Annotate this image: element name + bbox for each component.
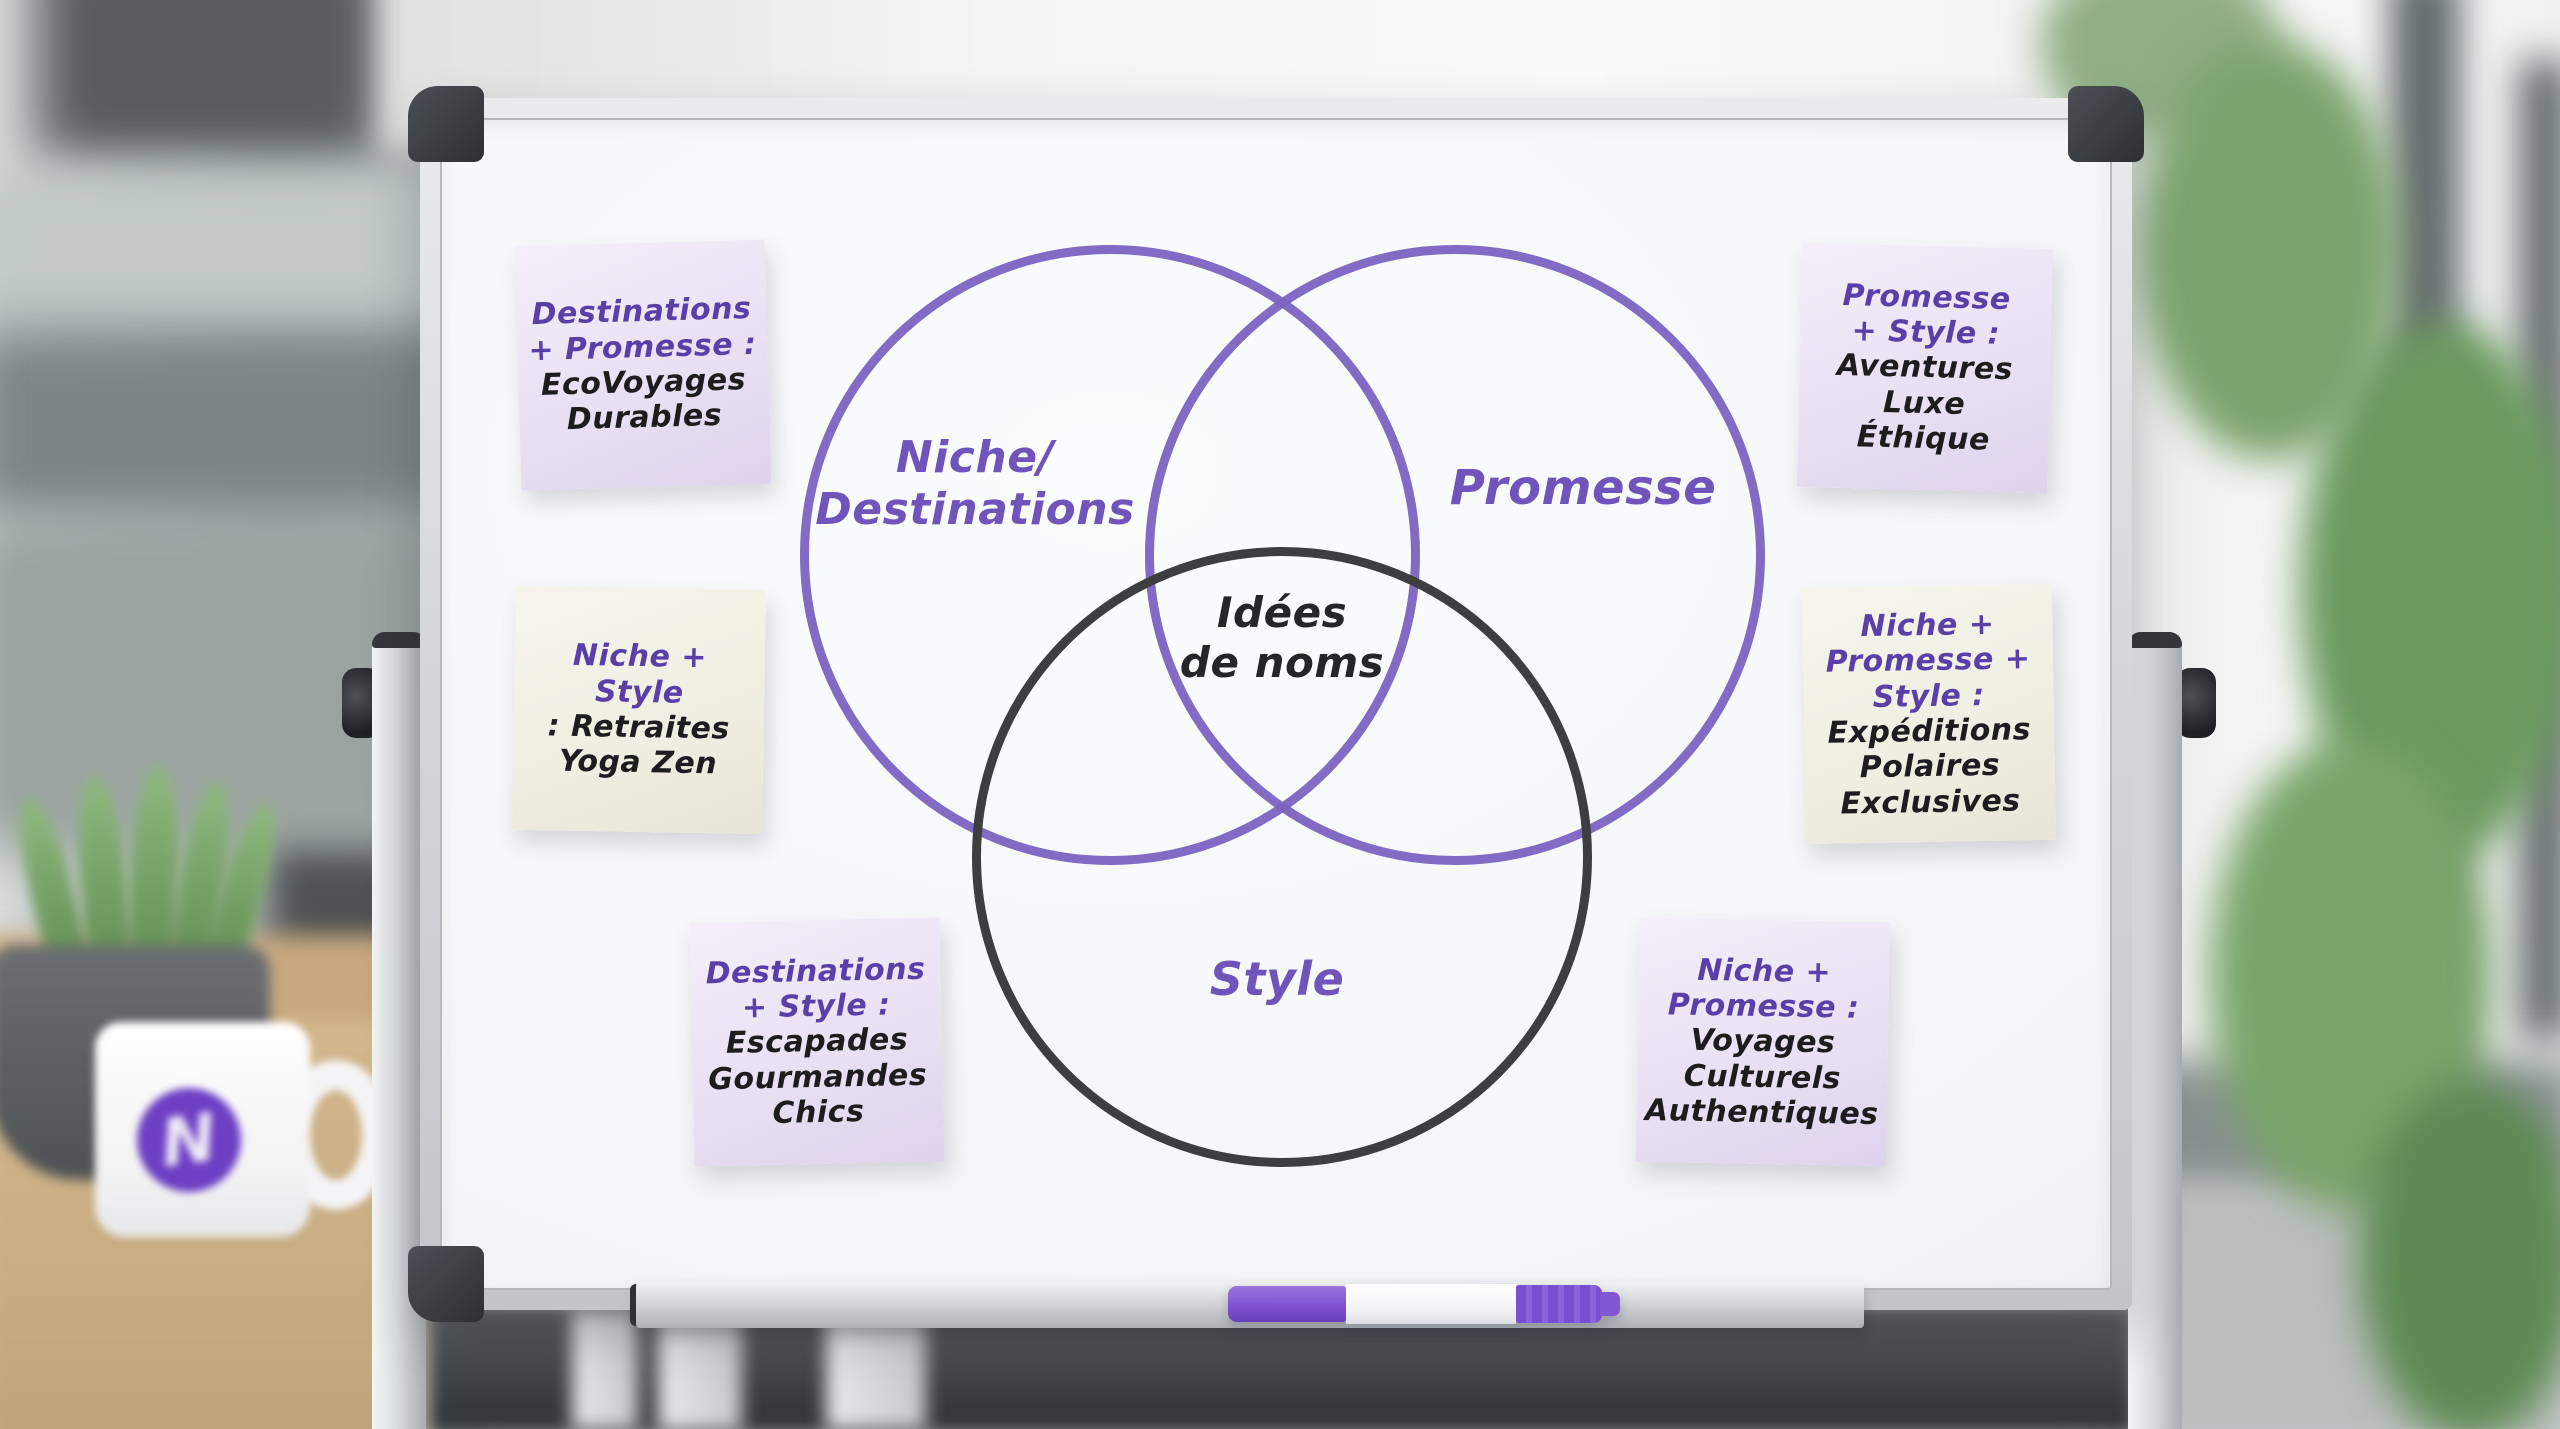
post-cap — [372, 632, 426, 648]
marker-cap — [1228, 1286, 1346, 1322]
frame-corner-cap — [408, 1246, 484, 1322]
background-glass-partition — [0, 170, 470, 340]
venn-label-niche-destinations: Niche/ Destinations — [815, 432, 1135, 535]
sticky-note-niche-promesse: Niche + Promesse : Voyages Culturels Aut… — [1635, 917, 1891, 1167]
note-heading: Destinations + Promesse : — [527, 291, 758, 368]
stand-knob-right — [2176, 668, 2216, 738]
whiteboard-marker — [1228, 1284, 1620, 1324]
marker-tip — [1600, 1292, 1620, 1316]
background-dark-blob — [40, 0, 380, 160]
note-heading: Niche + Promesse + Style : — [1825, 606, 2031, 715]
sticky-note-niche-style: Niche + Style : Retraites Yoga Zen — [511, 585, 767, 835]
frame-corner-cap — [2068, 86, 2144, 162]
note-body: Voyages Culturels Authentiques — [1644, 1023, 1879, 1133]
coffee-mug: N — [95, 1022, 392, 1237]
venn-center-label: Idées de noms — [1179, 588, 1385, 687]
note-body: Aventures Luxe Éthique — [1836, 348, 2014, 458]
mug-logo-icon: N — [137, 1088, 241, 1192]
post-cap — [2128, 632, 2182, 648]
sticky-note-niche-promesse-style: Niche + Promesse + Style : Expéditions P… — [1801, 583, 2057, 845]
stand-post-right — [2128, 632, 2182, 1429]
note-body: : Retraites Yoga Zen — [547, 708, 731, 782]
marker-cap-ridged — [1516, 1285, 1602, 1323]
note-heading: Niche + Promesse : — [1667, 952, 1860, 1026]
frame-corner-cap — [408, 86, 484, 162]
note-body: Escapades Gourmandes Chics — [707, 1022, 928, 1132]
mug-logo-letter: N — [156, 1098, 222, 1182]
background-partition-band — [0, 330, 470, 520]
venn-circle-style — [972, 547, 1592, 1167]
note-heading: Promesse + Style : — [1842, 277, 2012, 352]
note-body: Expéditions Polaires Exclusives — [1827, 712, 2032, 822]
stand-leg — [572, 1310, 638, 1429]
sticky-note-promesse-style: Promesse + Style : Aventures Luxe Éthiqu… — [1797, 242, 2053, 494]
venn-label-promesse: Promesse — [1449, 460, 1717, 516]
note-heading: Destinations + Style : — [705, 951, 926, 1026]
marker-body — [1346, 1284, 1516, 1324]
note-heading: Niche + Style — [572, 638, 708, 711]
sticky-note-destinations-style: Destinations + Style : Escapades Gourman… — [689, 917, 945, 1167]
note-body: EcoVoyages Durables — [540, 362, 747, 438]
plant-foliage — [2360, 1080, 2560, 1429]
venn-label-style: Style — [1209, 952, 1345, 1006]
sticky-note-destinations-promesse: Destinations + Promesse : EcoVoyages Dur… — [514, 239, 772, 491]
